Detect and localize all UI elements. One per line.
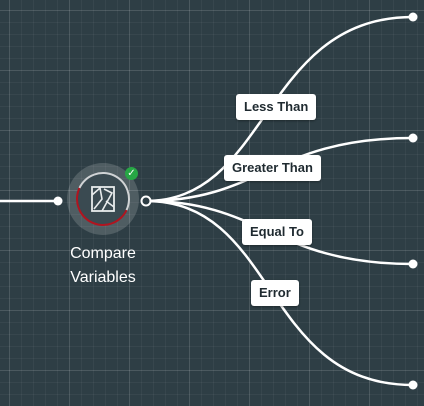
branch-end-port-error[interactable] <box>408 380 418 390</box>
branch-label-less-than[interactable]: Less Than <box>236 94 317 120</box>
branch-label-error[interactable]: Error <box>251 280 299 306</box>
node-title: Compare Variables <box>28 242 178 290</box>
branch-end-port-greater-than[interactable] <box>408 133 418 143</box>
branch-label-equal-to[interactable]: Equal To <box>242 219 312 245</box>
node-title-line-1: Compare <box>70 245 136 262</box>
input-port[interactable] <box>53 196 63 206</box>
output-port[interactable] <box>140 195 152 207</box>
branch-end-port-equal-to[interactable] <box>408 259 418 269</box>
compare-variables-icon <box>91 186 115 212</box>
branch-end-port-less-than[interactable] <box>408 12 418 22</box>
checkmark-icon: ✓ <box>125 167 138 180</box>
branch-label-greater-than[interactable]: Greater Than <box>224 155 321 181</box>
compare-variables-node[interactable]: ✓ <box>67 163 139 235</box>
node-title-line-2: Variables <box>70 269 136 286</box>
